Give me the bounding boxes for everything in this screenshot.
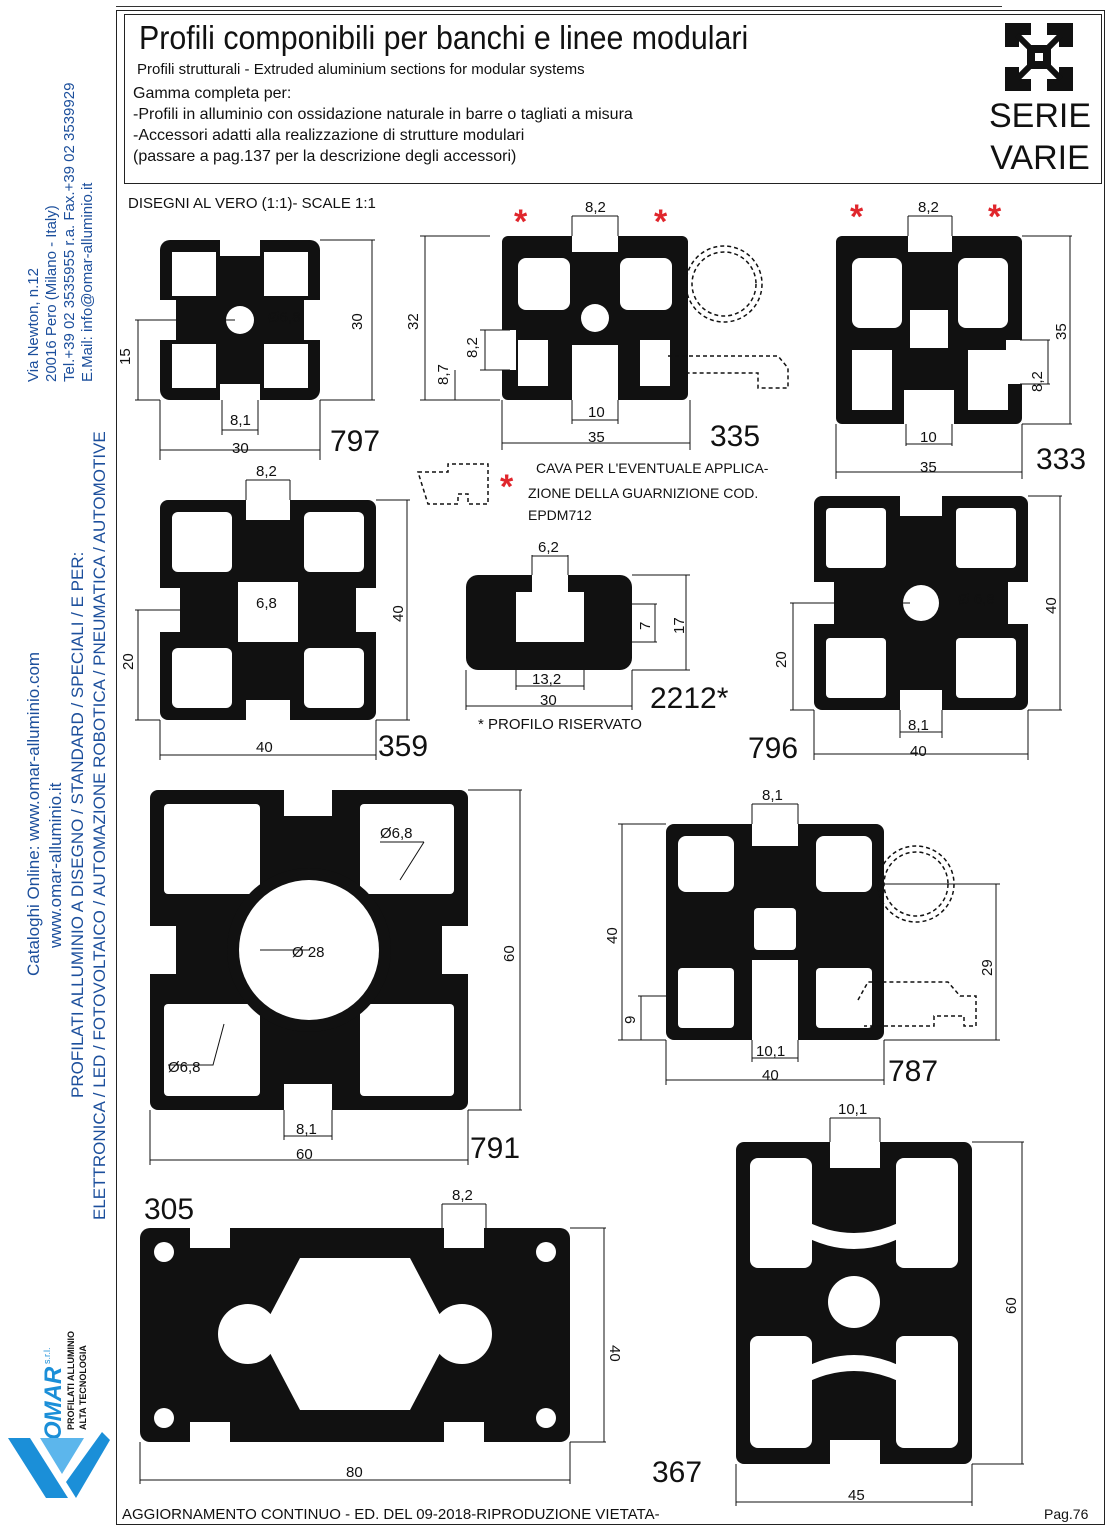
dim-335-bottom-slot: 10 — [588, 404, 605, 421]
desc-line-2: -Profili in alluminio con ossidazione na… — [133, 106, 633, 123]
dim-797-half: 15 — [117, 348, 134, 365]
dim-796-width: 40 — [910, 743, 927, 760]
serie-label: SERIE — [988, 97, 1092, 135]
gasket-star-icon: * — [654, 203, 668, 241]
dim-367-slot: 10,1 — [838, 1101, 867, 1118]
dim-2212-slot: 6,2 — [538, 539, 559, 556]
dim-359-hole: 6,8 — [256, 595, 277, 612]
gasket-star-icon: * — [988, 198, 1002, 236]
gasket-star-icon: * — [850, 198, 864, 236]
dim-2212-width: 30 — [540, 692, 557, 709]
profile-305-drawing: 8,2 40 80 — [139, 1187, 623, 1484]
dim-791-hole-bottom: Ø6,8 — [168, 1059, 201, 1076]
dim-797-width: 30 — [232, 440, 249, 457]
gasket-star-icon: * — [500, 468, 514, 506]
profile-367-drawing: 10,1 60 45 — [735, 1101, 1024, 1506]
gasket-star-icon: * — [514, 203, 528, 241]
page-number: Pag.76 — [1044, 1506, 1089, 1522]
page-title: Profili componibili per banchi e linee m… — [139, 19, 749, 56]
profile-code-791: 791 — [470, 1132, 521, 1165]
dim-791-width: 60 — [296, 1146, 313, 1163]
dim-791-bore: Ø 28 — [292, 944, 325, 961]
dim-791-slot: 8,1 — [296, 1121, 317, 1138]
dim-2212-depth: 7 — [637, 622, 654, 630]
dim-797-slot: 8,1 — [230, 412, 251, 429]
dim-787-width: 40 — [762, 1067, 779, 1084]
header-box: Profili componibili per banchi e linee m… — [124, 14, 1102, 184]
gasket-note-line-3: EPDM712 — [528, 507, 592, 523]
dim-787-bottom-slot: 10,1 — [756, 1043, 785, 1060]
dim-359-slot: 8,2 — [256, 463, 277, 480]
dim-2212-inner: 13,2 — [532, 671, 561, 688]
dim-333-bottom-slot: 10 — [920, 429, 937, 446]
series-profile-icon — [1005, 23, 1073, 91]
desc-line-1: Gamma completa per: — [133, 85, 292, 102]
profile-code-796: 796 — [748, 732, 799, 765]
dim-2212-height: 17 — [671, 617, 688, 634]
gasket-note-line-2: ZIONE DELLA GUARNIZIONE COD. — [528, 485, 759, 501]
profile-791-drawing: Ø6,8 Ø 28 60 Ø6,8 8,1 60 — [149, 789, 522, 1165]
dim-797-hole: Ø6,8 — [268, 309, 301, 326]
profile-code-359: 359 — [378, 730, 429, 763]
dim-359-half: 20 — [120, 653, 137, 670]
dim-335-height: 32 — [405, 313, 422, 330]
dim-333-height: 35 — [1053, 323, 1070, 340]
profile-code-335: 335 — [710, 420, 761, 453]
profile-code-797: 797 — [330, 425, 381, 458]
desc-line-4: (passare a pag.137 per la descrizione de… — [133, 148, 517, 165]
profile-796-drawing: Ø 6,8 40 20 8,1 40 — [773, 495, 1062, 760]
dim-333-side-slot: 8,2 — [1029, 371, 1046, 392]
dim-787-axis: 29 — [979, 959, 996, 976]
profile-code-333: 333 — [1036, 443, 1087, 476]
dim-787-height: 40 — [604, 927, 621, 944]
dim-333-width: 35 — [920, 459, 937, 476]
profile-797-drawing: 8,1 30 30 15 Ø6,8 — [117, 239, 375, 460]
dim-796-hole: Ø 6,8 — [958, 591, 995, 608]
top-rule — [116, 6, 1002, 7]
footer-text: AGGIORNAMENTO CONTINUO - ED. DEL 09-2018… — [122, 1506, 660, 1523]
page-subtitle: Profili strutturali - Extruded aluminium… — [137, 61, 585, 78]
dim-796-slot: 8,1 — [908, 717, 929, 734]
dim-787-slot: 8,1 — [762, 787, 783, 804]
gasket-note-line-1: CAVA PER L'EVENTUALE APPLICA- — [536, 460, 769, 476]
profile-code-367: 367 — [652, 1456, 703, 1489]
dim-787-offset: 9 — [622, 1016, 639, 1024]
dim-797-height: 30 — [349, 313, 366, 330]
dim-333-slot: 8,2 — [918, 199, 939, 216]
scale-note: DISEGNI AL VERO (1:1)- SCALE 1:1 — [128, 195, 376, 212]
profile-335-drawing: 8,2 32 8,2 8,7 10 35 — [405, 199, 789, 450]
varie-label: VARIE — [990, 139, 1090, 177]
dim-335-offset: 8,7 — [435, 364, 452, 385]
desc-line-3: -Accessori adatti alla realizzazione di … — [133, 127, 525, 144]
dim-359-width: 40 — [256, 739, 273, 756]
profile-code-787: 787 — [888, 1055, 939, 1088]
gasket-drawing — [416, 463, 489, 505]
logo-v-mark-icon — [8, 1432, 110, 1498]
dim-305-height: 40 — [606, 1345, 623, 1362]
profile-code-2212: 2212* — [650, 682, 729, 715]
dim-796-half: 20 — [773, 651, 790, 668]
profile-2212-drawing: 6,2 7 17 13,2 30 — [465, 539, 690, 710]
profile-333-drawing: 8,2 35 8,2 10 35 — [835, 199, 1072, 479]
reserved-note: * PROFILO RISERVATO — [478, 716, 642, 733]
dim-367-width: 45 — [848, 1487, 865, 1504]
dim-305-slot: 8,2 — [452, 1187, 473, 1204]
dim-796-height: 40 — [1043, 597, 1060, 614]
dim-791-hole-top: Ø6,8 — [380, 825, 413, 842]
omar-logo: OMAR s.r.l. PROFILATI ALLUMINIO ALTA TEC… — [0, 1270, 110, 1500]
dim-367-height: 60 — [1003, 1297, 1020, 1314]
profile-code-305: 305 — [144, 1193, 195, 1226]
dim-359-height: 40 — [390, 605, 407, 622]
profile-359-drawing: 8,2 6,8 40 20 40 — [120, 463, 410, 760]
page-frame — [116, 10, 1105, 1525]
dim-791-height: 60 — [501, 945, 518, 962]
dim-335-side-slot: 8,2 — [464, 337, 481, 358]
dim-335-slot: 8,2 — [585, 199, 606, 216]
profile-787-drawing: 8,1 40 29 9 10,1 40 — [604, 787, 1000, 1085]
dim-335-width: 35 — [588, 429, 605, 446]
dim-305-width: 80 — [346, 1464, 363, 1481]
